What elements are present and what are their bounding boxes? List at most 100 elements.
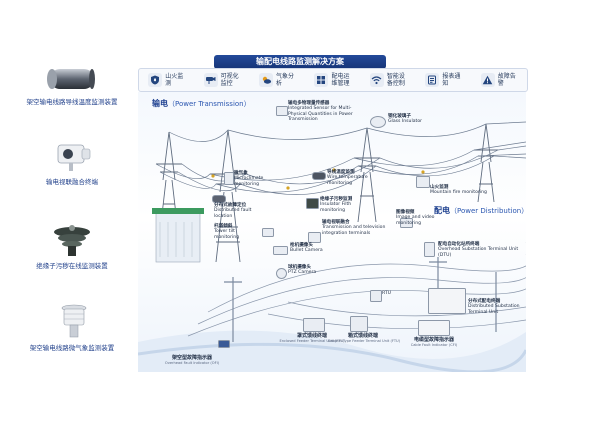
- glass-insulator-device: [370, 116, 386, 128]
- section-transmission-cn: 输电: [152, 99, 168, 108]
- callout-image-video: 图像视频 Image and video monitoring: [396, 210, 436, 226]
- report-icon: [425, 73, 440, 87]
- function-bar: 山火监测 可视化监控 气象分析 配电运维管理 智能设备控制 报表通知 故障告: [138, 68, 528, 92]
- callout-fault-location: 分布式故障定位 Distributed fault location: [214, 203, 258, 219]
- callout-transmission-tv: 输电视联融合 Transmission and television integ…: [322, 220, 386, 236]
- ptz-camera-device: [276, 268, 287, 279]
- distribution-terminal-device: [424, 242, 435, 257]
- callout-en: Bullet Camera: [290, 248, 323, 254]
- callout-en: Image and video monitoring: [396, 215, 435, 226]
- section-transmission-en: （Power Transmission）: [168, 100, 251, 108]
- callout-en: Insulator Filth monitoring: [320, 202, 352, 213]
- label-fti-cable: 电缆型故障指示器 Cable Fault Indicator (CFI): [394, 336, 474, 347]
- label-cn: 架空型故障指示器: [171, 355, 212, 361]
- label-fti-cabinet: 箱式馈线终端 Cabinet-Type Feeder Terminal Unit…: [328, 332, 400, 343]
- label-en: Overhead Fault Indicator (OFI): [164, 361, 220, 365]
- product-label-insulator-filth: 绝缘子污秽在线监测装置: [36, 262, 108, 270]
- cylinder-device-icon: [47, 69, 95, 89]
- function-report-notice[interactable]: 报表通知: [425, 73, 462, 87]
- product-label-fusion-terminal: 输电视联融合终端: [46, 178, 98, 186]
- callout-cn: 山火监测: [430, 185, 449, 190]
- integrated-sensor-device: [276, 106, 288, 116]
- warning-icon: [480, 73, 495, 87]
- function-weather-analysis[interactable]: 气象分析: [259, 73, 296, 87]
- camera-icon: [203, 73, 218, 87]
- transmission-tv-device: [308, 232, 321, 243]
- callout-wire-temp: 导线温度监测 Wire temperature monitoring: [327, 170, 379, 186]
- callout-tower-tilt: 杆塔倾斜 Tower tilt monitoring: [214, 224, 258, 240]
- visual-fusion-terminal-image: [50, 138, 96, 176]
- solar-panel-device: [218, 340, 230, 348]
- label-cn: 电缆型故障指示器: [413, 337, 454, 343]
- function-visual-monitoring[interactable]: 可视化监控: [203, 73, 241, 87]
- image-video-device: [400, 218, 413, 228]
- callout-cn: 微气象: [234, 171, 248, 176]
- callout-microclimate: 微气象 Microclimate monitoring: [234, 171, 272, 187]
- callout-rtu: RTU: [382, 291, 398, 296]
- callout-cn: 分布式故障定位: [214, 203, 247, 208]
- fti-cable-device: [418, 320, 450, 336]
- wire-temp-device: [312, 172, 326, 180]
- insulator-filth-device-image: [44, 222, 100, 260]
- fti-enclosed-device: [303, 318, 325, 332]
- microclimate-device-image: [54, 302, 94, 342]
- callout-cn: 球机摄像头: [288, 265, 311, 270]
- label-fti-enclosed: 罩式馈线终端 Enclosed Feeder Terminal Unit (FT…: [272, 332, 352, 343]
- function-device-control[interactable]: 智能设备控制: [369, 73, 407, 87]
- label-fti-overhead: 架空型故障指示器 Overhead Fault Indicator (OFI): [152, 354, 232, 365]
- function-label: 报表通知: [442, 73, 461, 87]
- mountain-fire-device: [416, 176, 430, 188]
- callout-ptz-camera: 球机摄像头 PTZ Camera: [288, 265, 328, 276]
- insulator-filth-device: [306, 198, 319, 209]
- function-label: 配电运维管理: [331, 73, 350, 87]
- function-distribution-ops[interactable]: 配电运维管理: [314, 73, 351, 87]
- callout-en: PTZ Camera: [288, 270, 317, 276]
- function-label: 气象分析: [276, 73, 295, 87]
- wifi-icon: [369, 73, 384, 87]
- callout-cn: 枪机摄像头: [290, 243, 313, 248]
- section-distribution-cn: 配电: [434, 206, 450, 215]
- grid-icon: [314, 73, 329, 87]
- callout-en: Mountain fire monitoring: [430, 190, 487, 196]
- callout-en: Distributed Substation Terminal Unit: [468, 304, 520, 315]
- function-fire-monitoring[interactable]: 山火监测: [148, 73, 185, 87]
- rtu-device: [370, 290, 382, 302]
- wire-temperature-device-image: [42, 64, 102, 94]
- callout-cn: 输电多物理量传感器: [288, 101, 330, 106]
- weather-station-icon: [61, 304, 87, 338]
- diagram-panel: 输电（Power Transmission） 配电（Power Distribu…: [138, 92, 526, 372]
- dtu-cabinet-device: [428, 288, 466, 314]
- power-line-illustration: [138, 121, 526, 372]
- callout-glass-insulator: 钢化玻璃子 Glass Insulator: [388, 114, 428, 125]
- callout-en: Overhead Substation Terminal Unit (DTU): [438, 247, 519, 258]
- callout-mountain-fire: 山火监测 Mountain fire monitoring: [430, 185, 492, 196]
- callout-cn: 杆塔倾斜: [214, 224, 233, 229]
- callout-en: Transmission and television integration …: [322, 225, 386, 236]
- callout-en: Microclimate monitoring: [234, 176, 264, 187]
- fire-shield-icon: [148, 73, 163, 87]
- callout-dtu-box: 分布式配电终端 Distributed Substation Terminal …: [468, 299, 522, 315]
- label-cn: 箱式馈线终端: [347, 333, 378, 339]
- function-label: 故障告警: [497, 73, 516, 87]
- callout-cn: 绝缘子污秽监测: [320, 197, 353, 202]
- label-cn: 罩式馈线终端: [296, 333, 327, 339]
- function-label: 可视化监控: [220, 73, 239, 87]
- function-label: 山火监测: [165, 73, 184, 87]
- callout-distribution-terminal: 配电自动化站所终端 Overhead Substation Terminal U…: [438, 242, 524, 258]
- product-label-wire-temp: 架空输电线路导线温度监测装置: [26, 98, 118, 106]
- label-en: Enclosed Feeder Terminal Unit (FTU): [279, 339, 345, 343]
- product-label-microclimate: 架空输电线路微气象监测装置: [29, 344, 115, 352]
- fault-location-device: [212, 195, 226, 203]
- function-fault-alarm[interactable]: 故障告警: [480, 73, 518, 87]
- substation-building: [152, 208, 204, 263]
- microclimate-device: [224, 172, 234, 185]
- callout-cn: 导线温度监测: [327, 170, 355, 175]
- section-distribution: 配电（Power Distribution）: [434, 205, 526, 216]
- callout-en: Tower tilt monitoring: [214, 229, 240, 240]
- bullet-camera-device: [273, 246, 288, 255]
- callout-en: RTU: [382, 291, 392, 296]
- callout-integrated-sensor: 输电多物理量传感器 Integrated Sensor for Multi-Ph…: [288, 101, 358, 122]
- callout-insulator-filth: 绝缘子污秽监测 Insulator Filth monitoring: [320, 197, 376, 213]
- tower-tilt-device: [262, 228, 274, 237]
- section-transmission: 输电（Power Transmission）: [152, 98, 251, 109]
